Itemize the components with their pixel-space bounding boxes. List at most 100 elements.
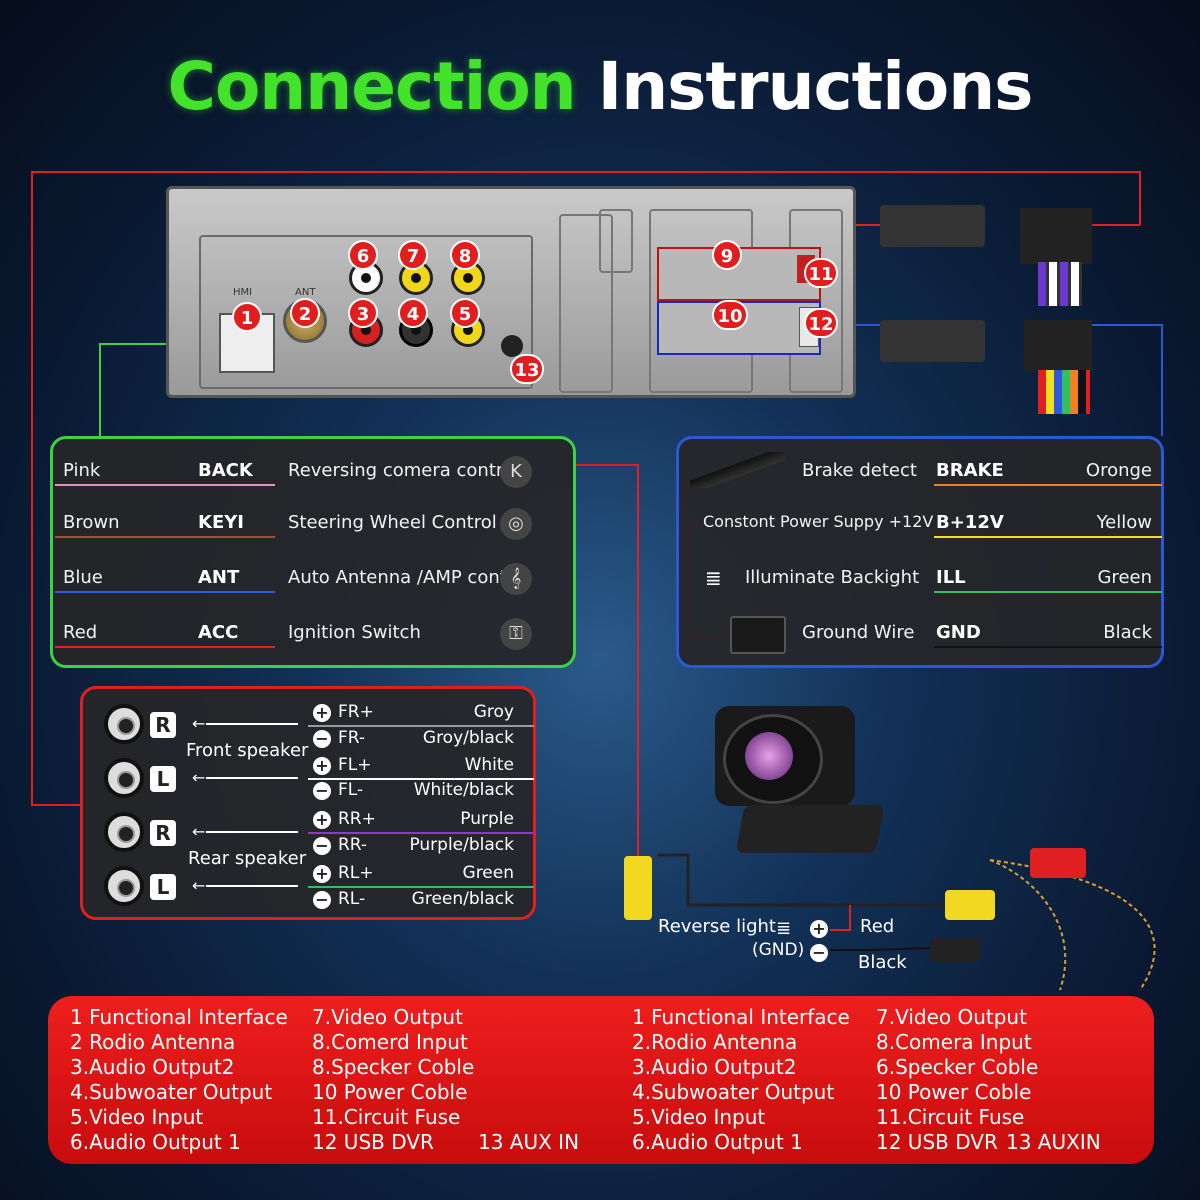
harness-plug-top bbox=[880, 205, 985, 247]
arrow-line bbox=[206, 885, 298, 887]
green-row-desc: Steering Wheel Control bbox=[288, 512, 497, 533]
green-row-icon: ◎ bbox=[500, 508, 532, 540]
green-row-color: Pink bbox=[63, 460, 101, 481]
harness-connector-top bbox=[1020, 208, 1092, 264]
arrow-left-icon: ← bbox=[192, 822, 206, 841]
blue-row-underline bbox=[934, 646, 1162, 648]
arrow-line bbox=[206, 723, 298, 725]
legend-item: 1 Functional Interface bbox=[70, 1005, 288, 1029]
blue-row-desc: Illuminate Backight bbox=[745, 567, 920, 588]
blue-row-color: Black bbox=[1103, 622, 1152, 643]
harness-wires-top bbox=[1038, 262, 1082, 306]
legend-item: 3.Audio Output2 bbox=[632, 1055, 797, 1079]
speaker-wire-name: FR+ bbox=[338, 702, 374, 722]
legend-item: 1 Functional Interface bbox=[632, 1005, 850, 1029]
green-row-underline bbox=[55, 536, 275, 538]
green-row-underline bbox=[55, 591, 275, 593]
battery-icon bbox=[730, 616, 786, 654]
headlight-icon: ≣ bbox=[705, 566, 722, 590]
arrow-line bbox=[206, 777, 298, 779]
speaker-wire-underline bbox=[308, 832, 534, 834]
brake-icon bbox=[690, 452, 785, 488]
rear-speaker-label: Rear speaker bbox=[188, 848, 307, 869]
legend-item: 8.Comerd Input bbox=[312, 1030, 468, 1054]
blue-row-color: Oronge bbox=[1085, 460, 1152, 481]
plus-icon: + bbox=[313, 704, 331, 722]
blue-row-desc: Ground Wire bbox=[802, 622, 915, 643]
hmi-label: HMI bbox=[233, 287, 253, 298]
ant-label: ANT bbox=[295, 287, 316, 298]
speaker-wire-color: Purple/black bbox=[409, 835, 514, 855]
speaker-wire-color: Green/black bbox=[411, 889, 514, 909]
speaker-jack bbox=[104, 812, 144, 852]
badge-4: 4 bbox=[398, 298, 428, 328]
speaker-wire-underline bbox=[308, 778, 534, 780]
speaker-wire-name: RL+ bbox=[338, 863, 374, 883]
green-row-color: Red bbox=[63, 622, 98, 643]
arrow-left-icon: ← bbox=[192, 876, 206, 895]
green-wire-panel bbox=[50, 436, 576, 668]
camera-red-line bbox=[576, 464, 639, 858]
green-row-code: ACC bbox=[198, 622, 239, 643]
speaker-jack bbox=[104, 866, 144, 906]
legend-item: 6.Audio Output 1 bbox=[70, 1130, 241, 1154]
slot bbox=[559, 214, 613, 393]
green-row-code: KEYI bbox=[198, 512, 244, 533]
legend-item: 4.Subwoater Output bbox=[70, 1080, 273, 1104]
red-rca-plug bbox=[1030, 848, 1086, 878]
port-plate bbox=[199, 235, 533, 389]
green-row-code: BACK bbox=[198, 460, 253, 481]
badge-12: 12 bbox=[804, 308, 838, 338]
red-wire-line bbox=[31, 171, 1141, 806]
reverse-light-label: Reverse light bbox=[658, 916, 776, 937]
speaker-wire-name: FR- bbox=[338, 728, 366, 748]
reverse-camera-body bbox=[715, 706, 855, 806]
legend-item: 11.Circuit Fuse bbox=[312, 1105, 461, 1129]
green-row-underline bbox=[55, 484, 275, 486]
blue-row-color: Yellow bbox=[1096, 512, 1152, 533]
camera-lens bbox=[745, 732, 793, 780]
legend-right-extra: 13 AUXIN bbox=[1006, 1130, 1101, 1154]
harness-connector-bottom bbox=[1024, 320, 1092, 372]
light-icon: ≣ bbox=[776, 918, 792, 939]
legend-item: 5.Video Input bbox=[70, 1105, 204, 1129]
speaker-wire-color: Groy bbox=[473, 702, 514, 722]
speaker-wire-color: Green bbox=[462, 863, 514, 883]
camera-mount bbox=[735, 805, 885, 853]
yellow-rca-plug-2 bbox=[945, 890, 995, 920]
plus-icon: + bbox=[313, 811, 331, 829]
badge-11: 11 bbox=[804, 258, 838, 288]
speaker-jack bbox=[104, 704, 144, 744]
blue-row-code: B+12V bbox=[936, 512, 1004, 533]
blue-row-underline bbox=[934, 484, 1162, 486]
green-row-desc: Ignition Switch bbox=[288, 622, 421, 643]
yellow-rca-plug bbox=[624, 856, 652, 920]
green-row-underline bbox=[55, 646, 275, 648]
badge-2: 2 bbox=[290, 298, 320, 328]
harness-wires-bottom bbox=[1038, 370, 1090, 414]
speaker-wire-color: Purple bbox=[460, 809, 514, 829]
legend-left-extra: 13 AUX IN bbox=[478, 1130, 580, 1154]
arrow-left-icon: ← bbox=[192, 714, 206, 733]
blue-row-color: Green bbox=[1097, 567, 1152, 588]
gnd-label: (GND) bbox=[752, 940, 805, 960]
legend-item: 6.Specker Coble bbox=[876, 1055, 1039, 1079]
blue-row-underline bbox=[934, 536, 1162, 538]
green-row-code: ANT bbox=[198, 567, 240, 588]
badge-3: 3 bbox=[348, 298, 378, 328]
legend-item: 12 USB DVR bbox=[312, 1130, 434, 1154]
badge-6: 6 bbox=[348, 240, 378, 270]
badge-7: 7 bbox=[398, 240, 428, 270]
blue-row-code: BRAKE bbox=[936, 460, 1004, 481]
green-row-color: Brown bbox=[63, 512, 120, 533]
legend-item: 7.Video Output bbox=[312, 1005, 463, 1029]
speaker-jack bbox=[104, 758, 144, 798]
legend-item: 10 Power Coble bbox=[876, 1080, 1032, 1104]
blue-row-underline bbox=[934, 591, 1162, 593]
green-row-icon: K bbox=[500, 456, 532, 488]
badge-5: 5 bbox=[450, 298, 480, 328]
minus-icon: − bbox=[313, 837, 331, 855]
